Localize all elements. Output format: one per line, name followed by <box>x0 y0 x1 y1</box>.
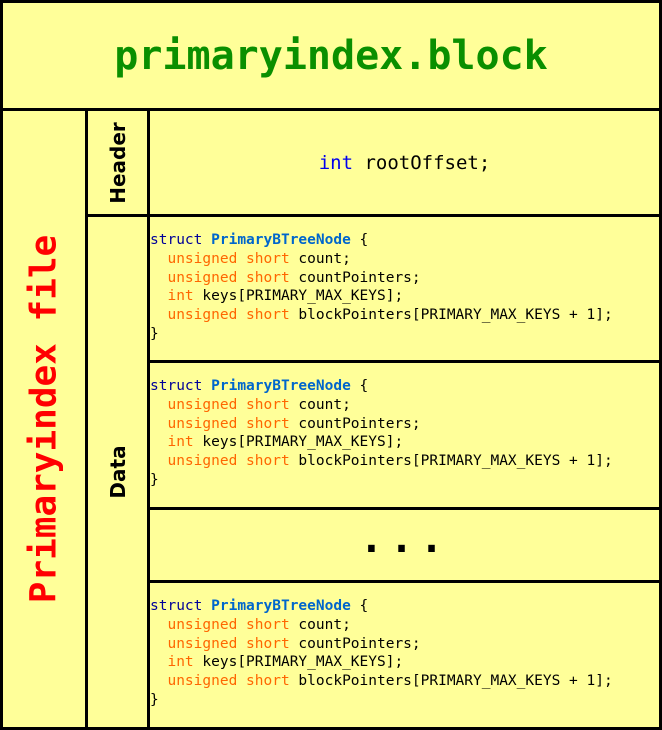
node-block-2: struct PrimaryBTreeNode { unsigned short… <box>147 360 662 510</box>
header-section-label: Header <box>105 121 130 204</box>
node-block-1: struct PrimaryBTreeNode { unsigned short… <box>147 214 662 363</box>
field-type: int <box>167 288 194 305</box>
struct-name: PrimaryBTreeNode <box>211 378 351 394</box>
data-section-label: Data <box>105 445 130 499</box>
struct-keyword: struct <box>150 378 203 394</box>
field-type: unsigned short <box>167 616 290 633</box>
field-decl: countPointers; <box>289 269 421 286</box>
file-label: Primaryindex file <box>23 234 65 604</box>
header-field: rootOffset; <box>353 151 491 174</box>
struct-close: } <box>150 471 159 488</box>
field-type: unsigned short <box>167 415 290 432</box>
struct-keyword: struct <box>150 232 203 248</box>
struct-code-2: struct PrimaryBTreeNode { unsigned short… <box>150 377 613 490</box>
field-decl: keys[PRIMARY_MAX_KEYS]; <box>193 288 404 305</box>
field-type: unsigned short <box>167 453 290 470</box>
field-decl: count; <box>289 250 351 267</box>
field-decl: blockPointers[PRIMARY_MAX_KEYS + 1]; <box>289 453 613 470</box>
header-type-keyword: int <box>318 151 354 174</box>
struct-open: { <box>350 232 369 248</box>
field-type: int <box>167 654 194 671</box>
struct-close: } <box>150 691 159 708</box>
struct-code-3: struct PrimaryBTreeNode { unsigned short… <box>150 597 613 710</box>
field-type: unsigned short <box>167 635 290 652</box>
field-decl: countPointers; <box>289 415 421 432</box>
field-type: int <box>167 434 194 451</box>
field-decl: keys[PRIMARY_MAX_KEYS]; <box>193 654 404 671</box>
diagram-title: primaryindex.block <box>114 32 548 79</box>
struct-name: PrimaryBTreeNode <box>211 598 351 614</box>
field-decl: countPointers; <box>289 635 421 652</box>
field-type: unsigned short <box>167 307 290 324</box>
field-type: unsigned short <box>167 250 290 267</box>
struct-close: } <box>150 325 159 342</box>
struct-open: { <box>350 598 369 614</box>
struct-keyword: struct <box>150 598 203 614</box>
field-decl: keys[PRIMARY_MAX_KEYS]; <box>193 434 404 451</box>
field-type: unsigned short <box>167 269 290 286</box>
struct-open: { <box>350 378 369 394</box>
field-decl: count; <box>289 396 351 413</box>
field-decl: blockPointers[PRIMARY_MAX_KEYS + 1]; <box>289 673 613 690</box>
field-type: unsigned short <box>167 396 290 413</box>
field-decl: count; <box>289 616 351 633</box>
header-code: int rootOffset; <box>319 152 491 174</box>
ellipsis: ... <box>359 516 450 562</box>
data-section-label-box: Data <box>85 214 150 730</box>
ellipsis-cell: ... <box>147 507 662 583</box>
header-section-label-box: Header <box>85 108 150 217</box>
header-content-cell: int rootOffset; <box>147 108 662 217</box>
node-block-3: struct PrimaryBTreeNode { unsigned short… <box>147 580 662 730</box>
struct-name: PrimaryBTreeNode <box>211 232 351 248</box>
diagram-title-box: primaryindex.block <box>0 0 662 111</box>
field-decl: blockPointers[PRIMARY_MAX_KEYS + 1]; <box>289 307 613 324</box>
struct-code-1: struct PrimaryBTreeNode { unsigned short… <box>150 231 613 344</box>
file-label-column: Primaryindex file <box>0 108 88 730</box>
field-type: unsigned short <box>167 673 290 690</box>
